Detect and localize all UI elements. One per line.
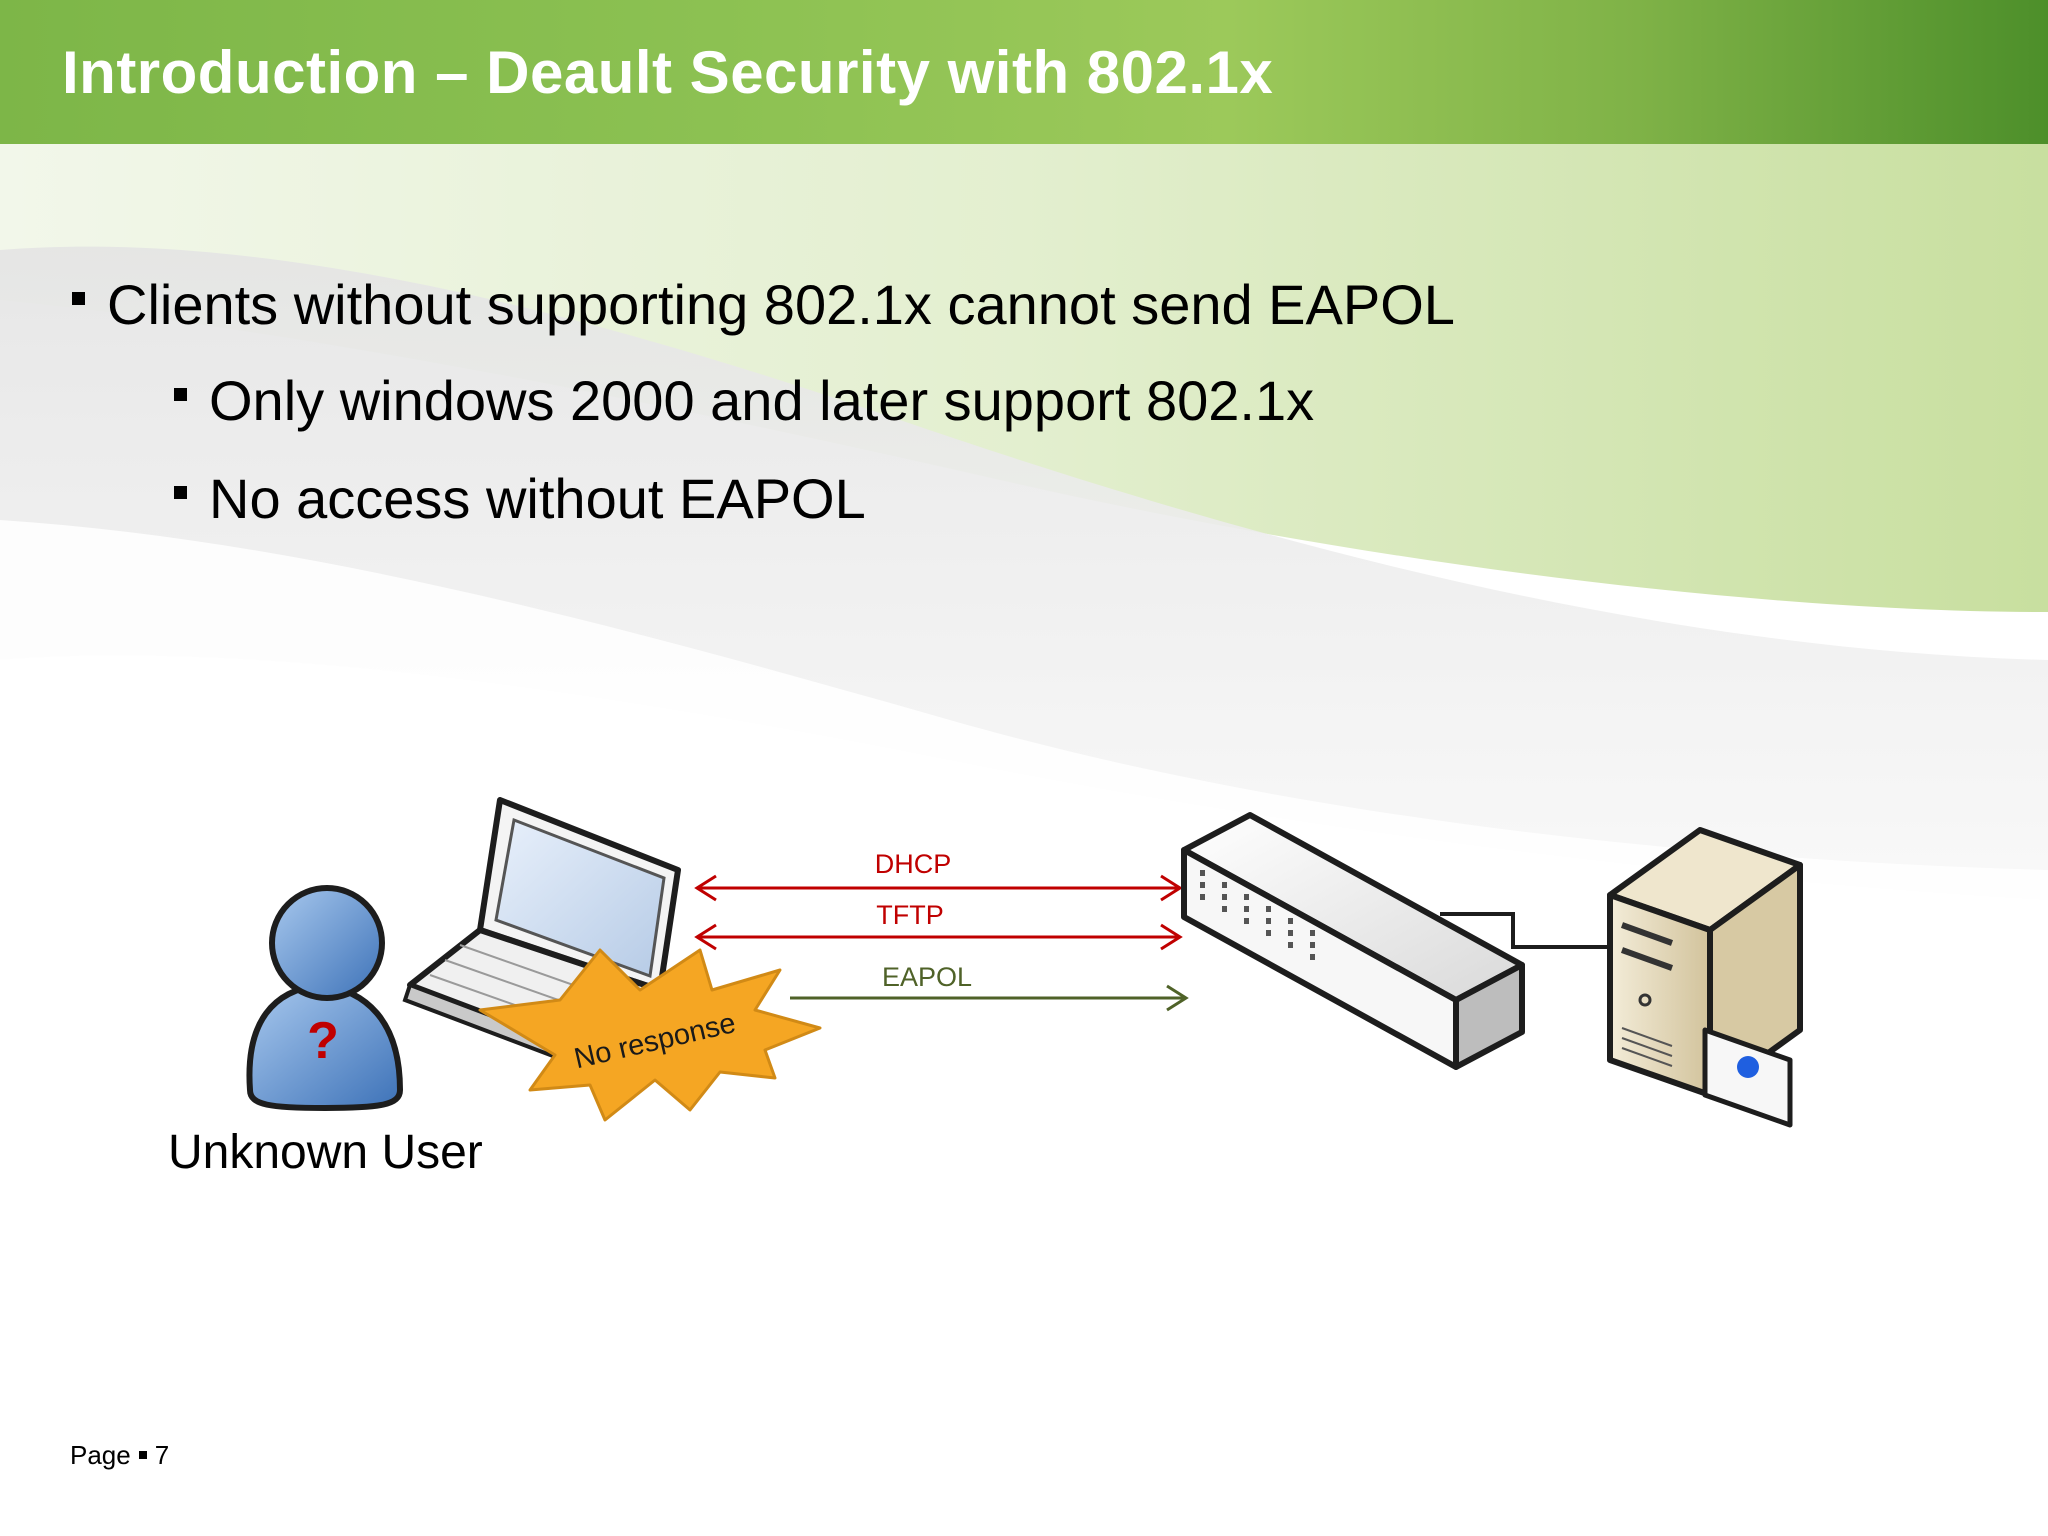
server-icon (1607, 827, 1803, 1128)
bullet-item: Only windows 2000 and later support 802.… (174, 368, 1314, 433)
bullet-marker (174, 486, 187, 499)
flow-tftp: TFTP (694, 900, 1183, 951)
unknown-user-icon: ? (246, 885, 404, 1112)
footer-separator (138, 1451, 147, 1460)
user-question-mark: ? (307, 1012, 339, 1070)
title-bar: Introduction – Deault Security with 802.… (0, 0, 2048, 144)
bullet-text: Clients without supporting 802.1x cannot… (107, 273, 1455, 336)
bullet-item: Clients without supporting 802.1x cannot… (72, 272, 1455, 337)
flow-label-tftp: TFTP (876, 900, 944, 930)
flow-eapol: EAPOL (790, 962, 1189, 1012)
flow-label-dhcp: DHCP (875, 849, 952, 879)
bullet-item: No access without EAPOL (174, 466, 866, 531)
no-response-callout: No response (478, 948, 822, 1122)
page-label: Page (70, 1440, 131, 1470)
network-cable (1440, 912, 1612, 949)
page-number: 7 (154, 1440, 170, 1470)
bullet-marker (72, 292, 85, 305)
bullet-marker (174, 388, 187, 401)
unknown-user-label: Unknown User (168, 1126, 483, 1179)
bullet-text: Only windows 2000 and later support 802.… (209, 369, 1315, 432)
flow-label-eapol: EAPOL (882, 962, 972, 992)
network-switch-icon (1181, 812, 1525, 1070)
slide-title: Introduction – Deault Security with 802.… (62, 39, 1274, 106)
bullet-text: No access without EAPOL (209, 467, 866, 530)
page-footer: Page 7 (70, 1440, 169, 1471)
flow-dhcp: DHCP (694, 849, 1183, 902)
